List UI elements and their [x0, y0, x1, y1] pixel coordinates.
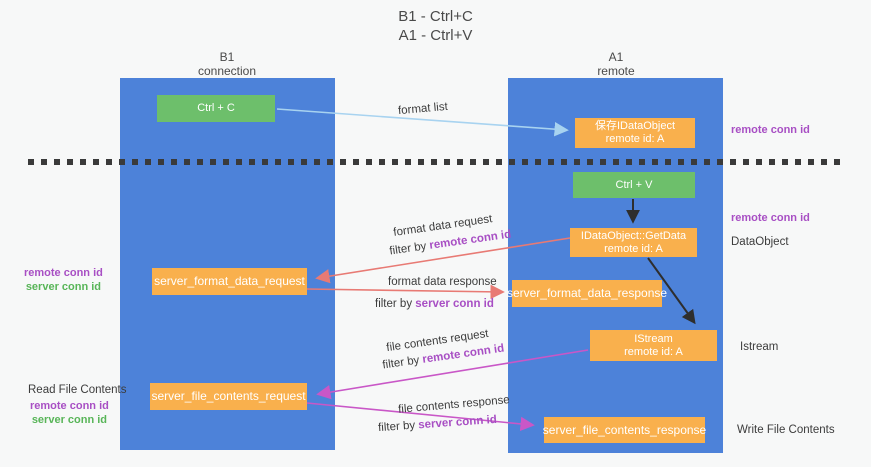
read-file-contents-label: Read File Contents — [28, 384, 127, 396]
server-conn-id-text: server conn id — [415, 298, 494, 310]
remote-conn-id-right-top: remote conn id — [731, 124, 810, 136]
remote-conn-id-right-mid: remote conn id — [731, 212, 810, 224]
getdata-line2: remote id: A — [604, 242, 663, 255]
title-line-1: B1 - Ctrl+C — [398, 8, 473, 25]
getdata-line1: IDataObject::GetData — [580, 229, 687, 242]
istream-box: IStream remote id: A — [590, 330, 717, 361]
filter-by-text: filter by — [375, 298, 413, 310]
filter-by-text: filter by — [381, 354, 421, 372]
server-format-data-response-box: server_format_data_response — [507, 280, 667, 307]
server-conn-id-left-bottom: server conn id — [31, 414, 108, 426]
right-column-name: A1 — [608, 50, 624, 64]
istream-side-label: Istream — [740, 341, 779, 353]
right-column-role: remote — [597, 64, 635, 78]
server-format-data-request-label: server_format_data_request — [154, 274, 305, 288]
save-dataobject-line2: remote id: A — [605, 133, 665, 145]
istream-line2: remote id: A — [624, 345, 683, 358]
getdata-box: IDataObject::GetData remote id: A — [570, 228, 697, 257]
right-column-header: A1 remote — [556, 50, 676, 78]
format-list-label: format list — [397, 100, 449, 118]
format-data-response-label: format data response — [388, 276, 497, 288]
server-file-contents-request-label: server_file_contents_request — [151, 389, 306, 403]
ctrl-c-box: Ctrl + C — [157, 95, 275, 122]
format-data-response-arrow — [306, 284, 505, 300]
file-contents-response-label: file contents response — [397, 394, 511, 416]
server-format-data-response-label: server_format_data_response — [506, 286, 668, 300]
save-dataobject-line1: 保存IDataObject — [594, 120, 676, 132]
left-conn-ids-bottom: remote conn id server conn id — [30, 399, 109, 427]
ctrl-c-label: Ctrl + C — [197, 102, 235, 114]
title-line-2: A1 - Ctrl+V — [398, 27, 473, 44]
dataobject-label: DataObject — [731, 236, 789, 248]
filter-by-text: filter by — [377, 419, 416, 435]
file-contents-response-filter-label: filter by server conn id — [378, 414, 497, 434]
format-data-response-filter-label: filter by server conn id — [375, 298, 494, 310]
server-file-contents-response-box: server_file_contents_response — [542, 417, 707, 443]
server-conn-id-left-top: server conn id — [25, 281, 102, 293]
server-file-contents-request-box: server_file_contents_request — [150, 383, 307, 410]
save-dataobject-box: 保存IDataObject remote id: A — [575, 118, 695, 148]
filter-by-text: filter by — [388, 240, 428, 258]
write-file-contents-label: Write File Contents — [737, 424, 835, 436]
server-format-data-request-box: server_format_data_request — [152, 268, 307, 295]
remote-conn-id-left-bottom: remote conn id — [30, 400, 109, 412]
left-column-header: B1 connection — [167, 50, 287, 78]
remote-conn-id-left-top: remote conn id — [24, 267, 103, 279]
ctrl-v-box: Ctrl + V — [573, 172, 695, 198]
diagram-title: B1 - Ctrl+C A1 - Ctrl+V — [0, 7, 871, 45]
left-column-role: connection — [197, 64, 257, 78]
server-file-contents-response-label: server_file_contents_response — [542, 422, 707, 437]
left-column-name: B1 — [219, 50, 235, 64]
istream-line1: IStream — [634, 332, 673, 345]
server-conn-id-text: server conn id — [417, 413, 498, 432]
ctrl-v-label: Ctrl + V — [615, 178, 653, 191]
left-conn-ids-top: remote conn id server conn id — [24, 266, 103, 294]
